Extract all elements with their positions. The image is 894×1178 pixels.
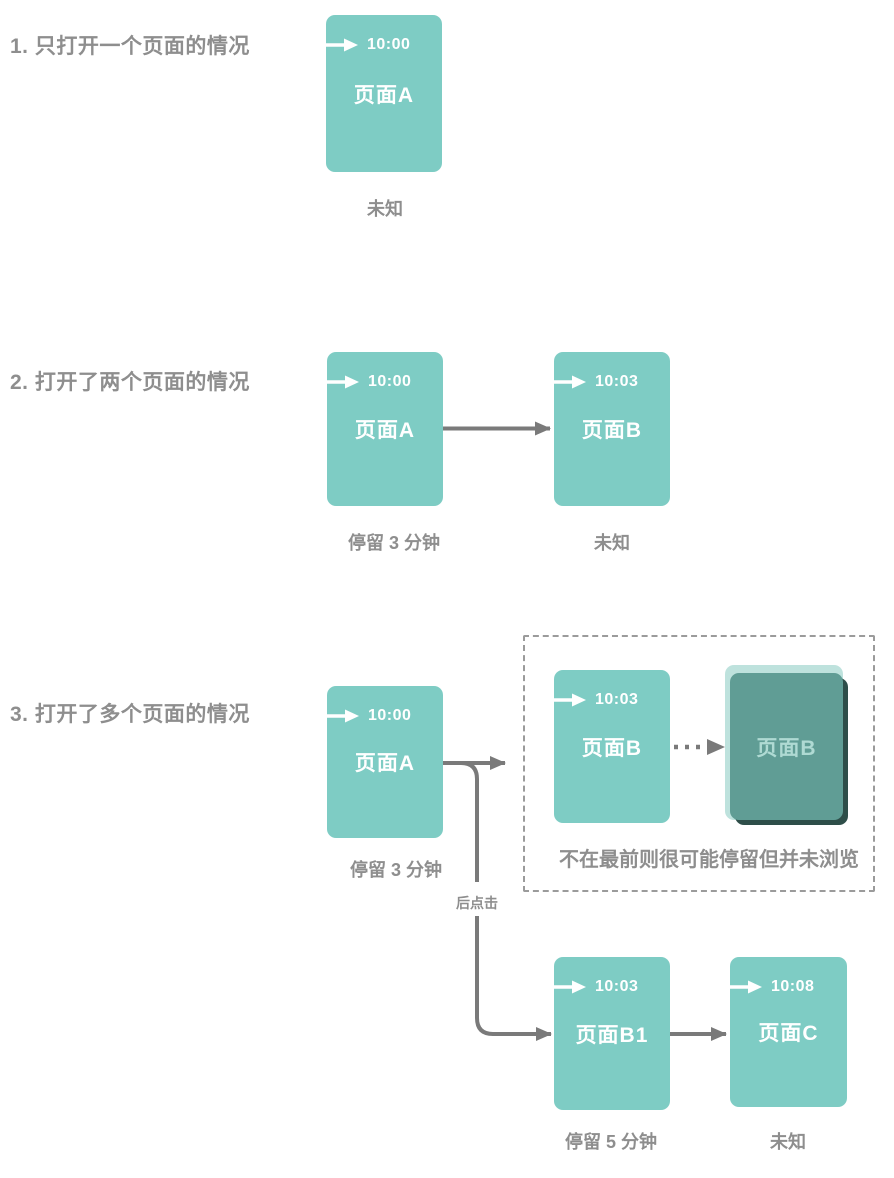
card-time: 10:00 (367, 36, 411, 53)
enter-arrow-icon (327, 375, 359, 389)
inactive-group-box (523, 635, 875, 892)
page-card-s1-a: 10:00 页面A (326, 15, 442, 172)
card-time-row: 10:08 (730, 978, 814, 996)
enter-arrow-icon (554, 980, 586, 994)
page-card-s3-a: 10:00 页面A (327, 686, 443, 838)
section-3-heading: 3. 打开了多个页面的情况 (10, 703, 250, 726)
card-title: 页面C (758, 1022, 819, 1045)
card-time-row: 10:03 (554, 373, 638, 391)
card-time-row: 10:00 (326, 36, 410, 54)
card-title: 页面B (581, 419, 643, 442)
card-title: 页面B (756, 736, 817, 760)
card-time: 10:00 (368, 373, 412, 390)
note-s3-a: 停留 3 分钟 (349, 860, 442, 880)
card-time-row: 10:00 (327, 707, 411, 725)
card-title: 页面B (581, 736, 643, 760)
page-card-s3-b: 10:03 页面B (554, 670, 670, 823)
card-time: 10:03 (595, 691, 639, 708)
card-title: 页面B1 (575, 1023, 649, 1047)
background-page-stack: 页面B (724, 665, 850, 827)
card-time: 10:00 (368, 707, 412, 724)
section-1-heading: 1. 只打开一个页面的情况 (10, 35, 250, 58)
page-card-s3-b-background: 页面B (730, 673, 843, 820)
note-s1-a: 未知 (367, 199, 403, 219)
enter-arrow-icon (554, 693, 586, 707)
card-title: 页面A (353, 83, 415, 107)
card-title: 页面A (354, 752, 416, 775)
page-card-s3-c: 10:08 页面C (730, 957, 847, 1107)
enter-arrow-icon (326, 38, 358, 52)
page-card-s2-a: 10:00 页面A (327, 352, 443, 506)
page-card-s3-b1: 10:03 页面B1 (554, 957, 670, 1110)
card-time: 10:03 (595, 373, 639, 390)
page-card-s2-b: 10:03 页面B (554, 352, 670, 506)
card-time-row: 10:03 (554, 978, 638, 996)
note-s3-c: 未知 (770, 1132, 806, 1152)
arrow-branch-to-b1 (475, 916, 552, 1041)
note-s2-b: 未知 (594, 533, 630, 553)
section-2-heading: 2. 打开了两个页面的情况 (10, 371, 250, 394)
enter-arrow-icon (554, 375, 586, 389)
card-time: 10:03 (595, 978, 639, 995)
card-time-row: 10:00 (327, 373, 411, 391)
card-time-row: 10:03 (554, 691, 638, 709)
enter-arrow-icon (327, 709, 359, 723)
inactive-group-caption: 不在最前则很可能停留但并未浏览 (559, 849, 859, 871)
note-s2-a: 停留 3 分钟 (347, 533, 440, 553)
branch-label: 后点击 (456, 895, 498, 911)
note-s3-b1: 停留 5 分钟 (564, 1132, 657, 1152)
card-time: 10:08 (771, 978, 815, 995)
enter-arrow-icon (730, 980, 762, 994)
card-title: 页面A (354, 419, 416, 442)
